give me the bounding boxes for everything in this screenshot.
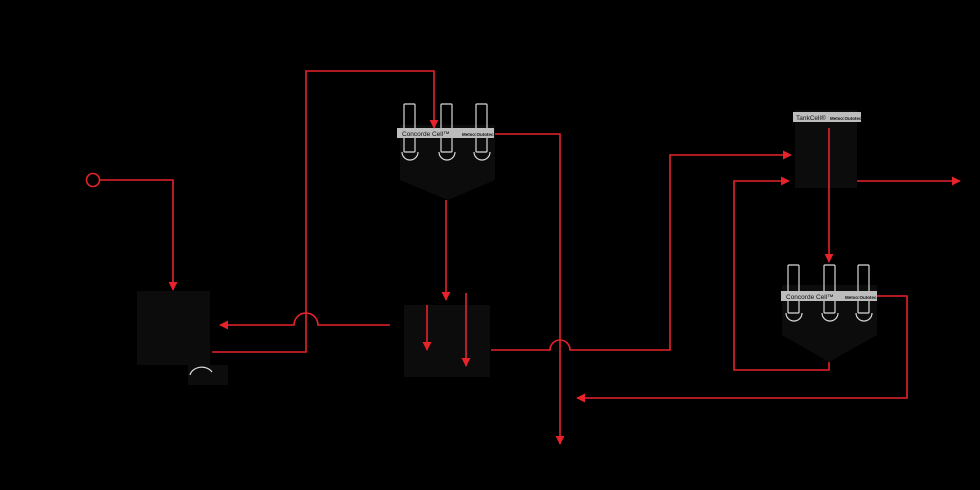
feed-tank-to-concorde-line — [212, 70, 439, 353]
feed-inlet-icon — [85, 172, 101, 188]
concorde-recycle-line — [733, 176, 830, 371]
feed-tank — [137, 291, 228, 385]
label-plate — [793, 112, 861, 122]
tank-cell: TankCell® Metso:Outotec — [793, 110, 862, 188]
cell-name-label: Concorde Cell™ — [402, 131, 450, 138]
brand-label: Metso:Outotec — [845, 295, 877, 300]
label-plate — [781, 291, 877, 301]
tank-to-tankcell-line — [491, 150, 792, 351]
downcomer-tubes — [785, 264, 873, 322]
concentrate-out-line — [495, 133, 565, 445]
cell-name-label: Concorde Cell™ — [786, 294, 834, 301]
concorde-cell-top: Concorde Cell™ Metso:Outotec — [397, 103, 495, 200]
recycle-to-feed-tank-line — [219, 312, 390, 330]
cell-name-label: TankCell® — [796, 114, 826, 122]
flow-lines — [85, 70, 961, 445]
concorde-concentrate-line — [576, 295, 908, 403]
brand-label: Metso:Outotec — [830, 116, 862, 121]
intermediate-tank — [404, 305, 490, 377]
concorde-cell-right: Concorde Cell™ Metso:Outotec — [781, 264, 877, 362]
label-plate — [397, 128, 494, 138]
brand-label: Metso:Outotec — [462, 132, 494, 137]
pump-outline — [189, 366, 213, 376]
feed-line — [99, 179, 178, 291]
